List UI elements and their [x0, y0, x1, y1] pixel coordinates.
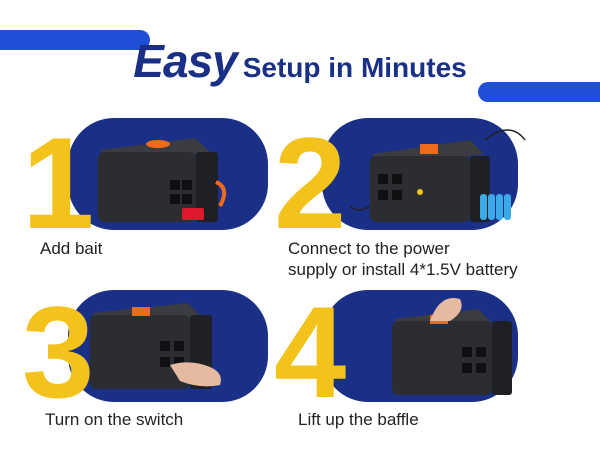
bait-tray: [182, 208, 204, 220]
power-cable: [484, 129, 526, 141]
step-caption: Add bait: [40, 238, 102, 259]
caption-line: Connect to the power: [288, 239, 450, 258]
trap-device-illustration: [392, 297, 512, 395]
step-3-card: 3 Turn on the switch: [20, 285, 320, 465]
step-4-card: 4 Lift up the baffle: [270, 285, 570, 465]
caption-line: Lift up the baffle: [298, 410, 419, 429]
title-rest: Setup in Minutes: [242, 52, 467, 83]
arrow-icon: [215, 180, 227, 207]
accent-bar-left: [0, 30, 150, 50]
step-number: 2: [274, 110, 346, 256]
step-caption: Connect to the power supply or install 4…: [288, 238, 518, 280]
caption-line: supply or install 4*1.5V battery: [288, 260, 518, 279]
caption-line: Add bait: [40, 239, 103, 258]
title-emphasis: Easy: [133, 35, 237, 87]
trap-device-illustration: [349, 129, 526, 222]
trap-device-illustration: [98, 138, 227, 222]
caption-line: Turn on the switch: [45, 410, 184, 429]
step-2-card: 2 Connect to the power supply or install…: [270, 110, 570, 290]
accent-bar-right: [478, 82, 600, 102]
step-caption: Turn on the switch: [45, 409, 183, 430]
step-number: 3: [22, 285, 94, 425]
trap-device-illustration: [90, 303, 221, 389]
step-caption: Lift up the baffle: [298, 409, 419, 430]
step-number: 4: [274, 285, 346, 425]
hand-icon: [430, 297, 462, 321]
hand-icon: [170, 362, 221, 387]
step-number: 1: [22, 110, 94, 256]
battery-icon: [480, 194, 511, 220]
step-1-card: 1 Add bait: [20, 110, 320, 290]
